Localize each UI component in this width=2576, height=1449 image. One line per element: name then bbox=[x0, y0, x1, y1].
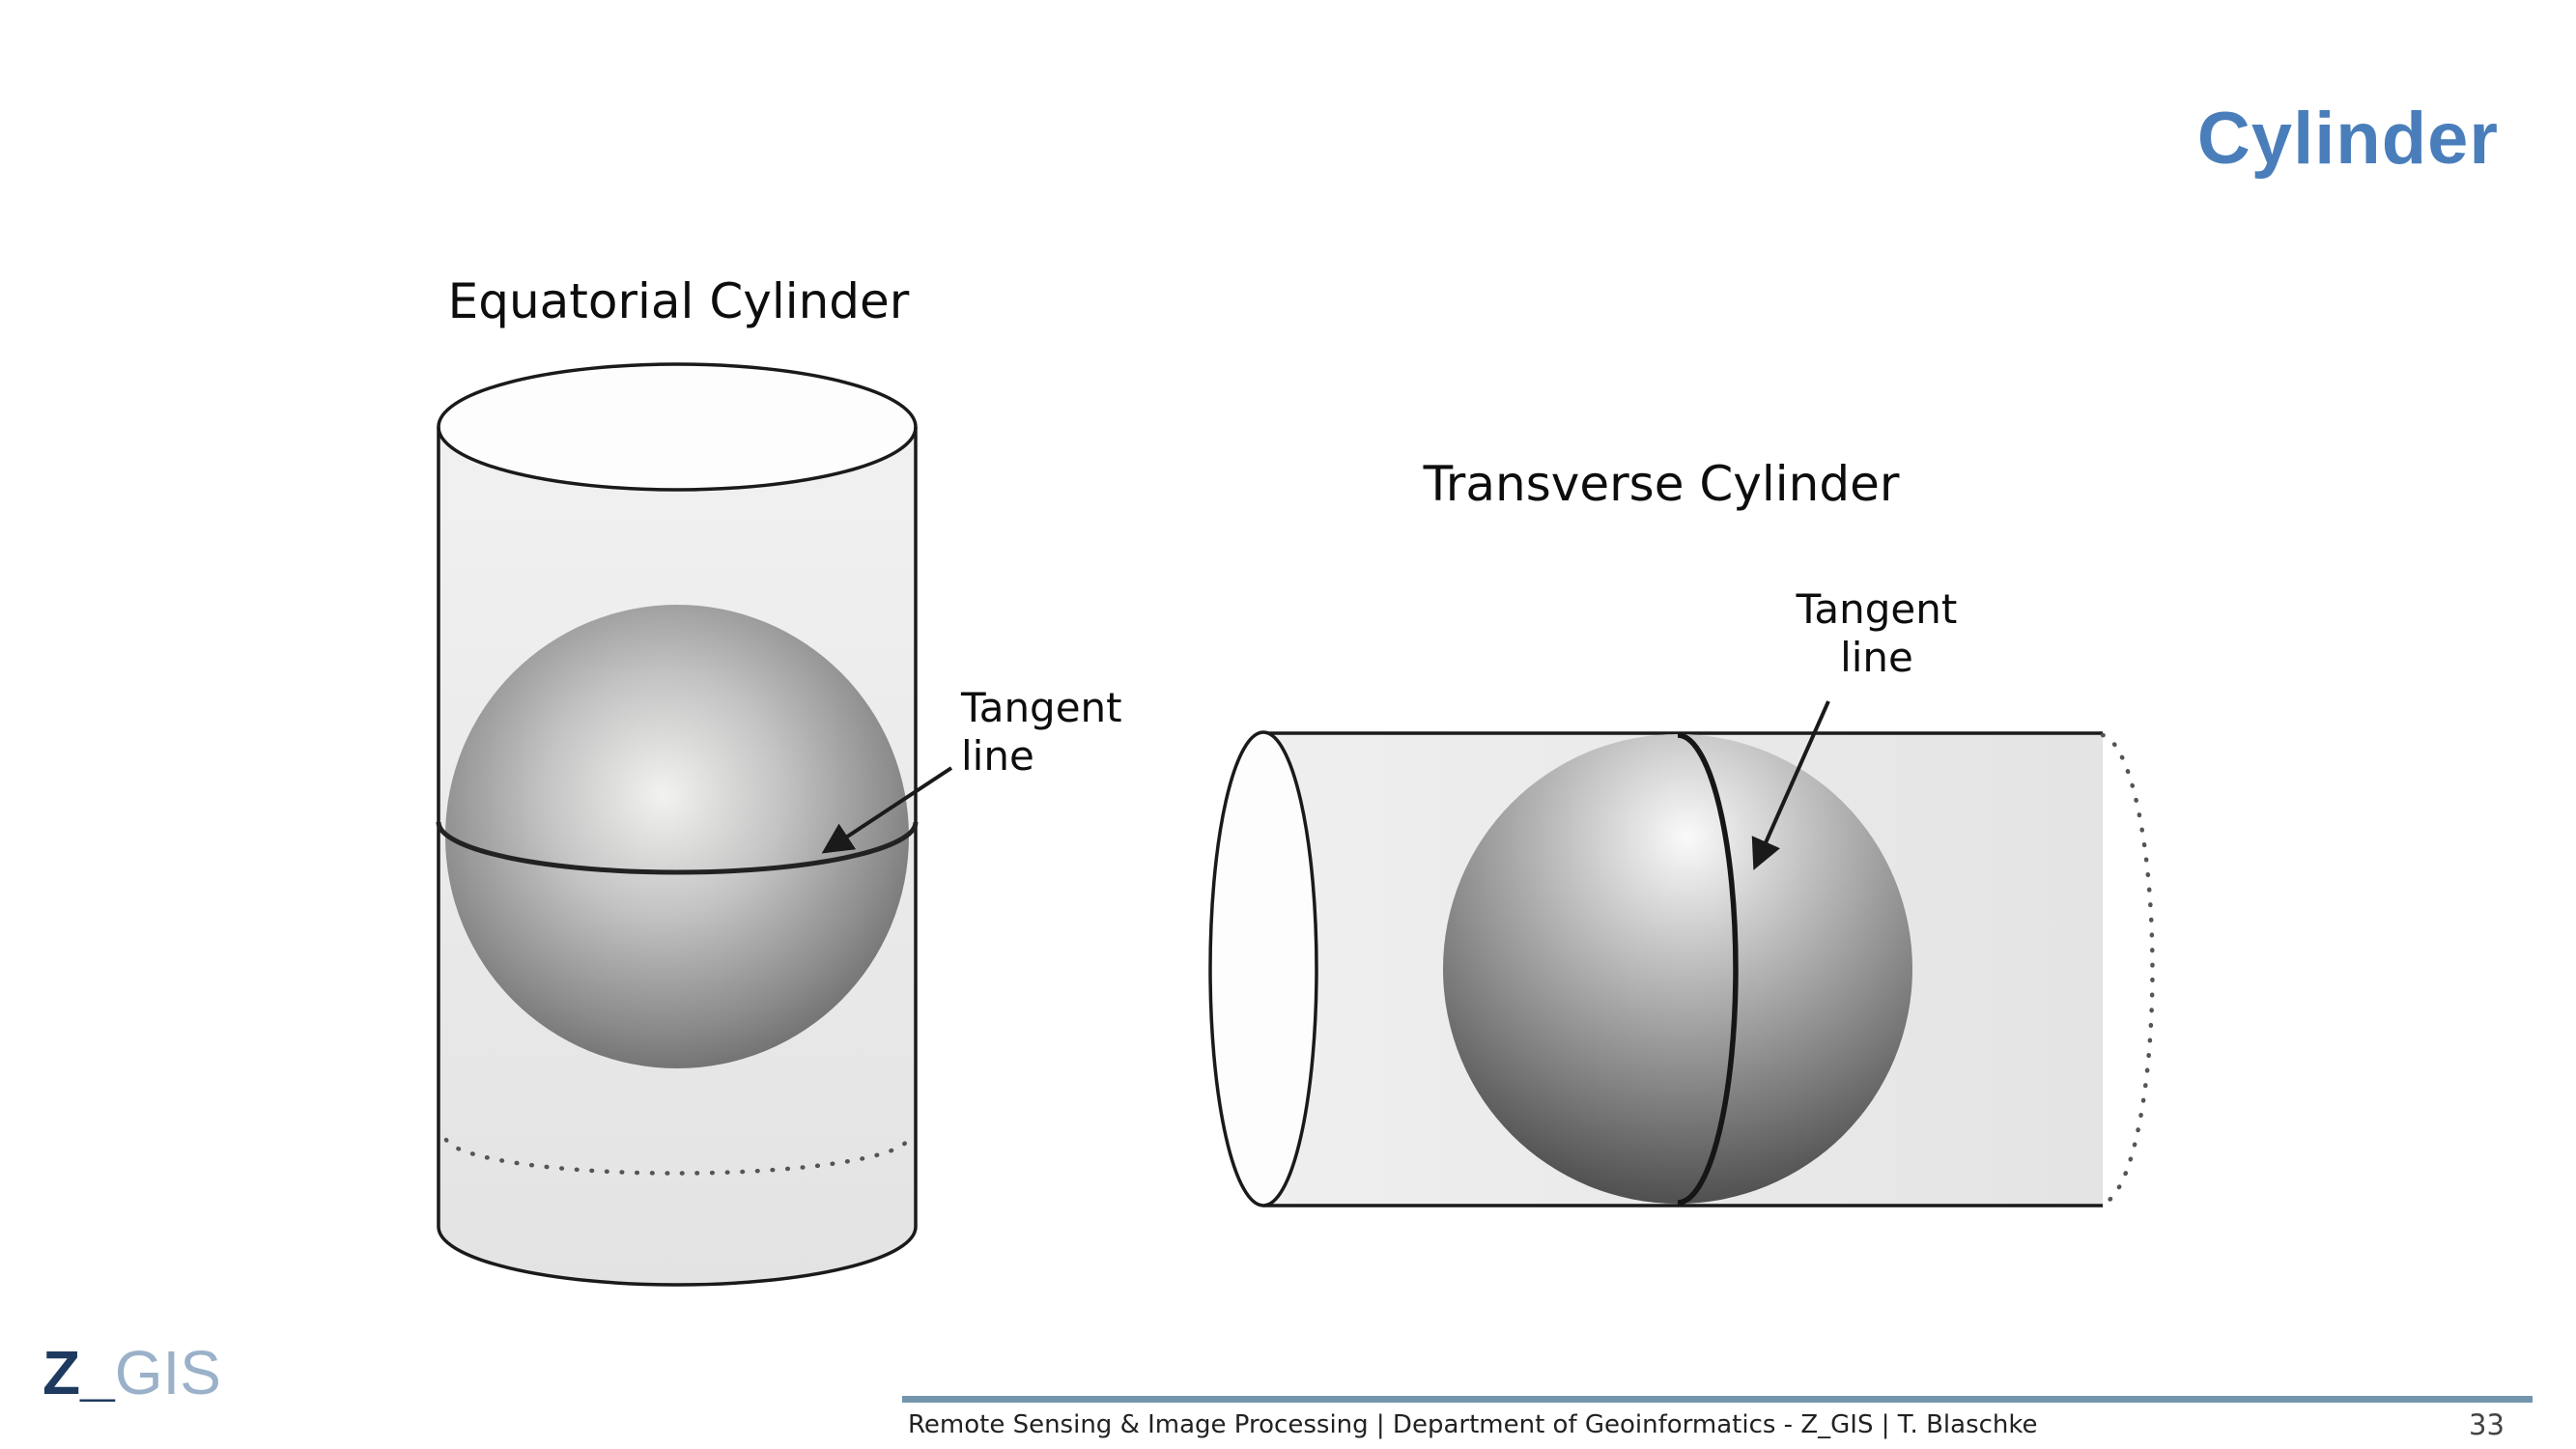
slide-title: Cylinder bbox=[2196, 98, 2499, 180]
equatorial-tangent-label-line2: line bbox=[961, 731, 1034, 780]
transverse-diagram-title: Transverse Cylinder bbox=[1423, 456, 1900, 512]
equatorial-tangent-label: Tangent line bbox=[961, 684, 1122, 780]
equatorial-cylinder-top-ellipse bbox=[437, 362, 918, 492]
zgis-logo: Z_GIS bbox=[42, 1337, 221, 1408]
equatorial-tangent-line-curve bbox=[436, 821, 919, 875]
logo-underscore: _ bbox=[80, 1338, 115, 1407]
equatorial-cylinder-diagram bbox=[436, 362, 953, 1287]
transverse-cylinder-left-cap bbox=[1208, 730, 1318, 1208]
transverse-tangent-line-curve bbox=[1677, 732, 1739, 1206]
transverse-cylinder-diagram bbox=[1208, 700, 2155, 1208]
footer-rule bbox=[902, 1396, 2533, 1403]
logo-z-letter: Z bbox=[42, 1338, 81, 1407]
transverse-globe-sphere bbox=[1443, 734, 1912, 1204]
transverse-tangent-label: Tangent line bbox=[1775, 585, 1978, 681]
equatorial-diagram-title: Equatorial Cylinder bbox=[447, 273, 910, 329]
transverse-cylinder-right-rim-dotted bbox=[2100, 732, 2155, 1207]
equatorial-cylinder-back-rim-dotted bbox=[443, 1137, 911, 1176]
transverse-tangent-label-line1: Tangent bbox=[1796, 585, 1958, 633]
equatorial-tangent-arrow bbox=[821, 766, 953, 854]
transverse-tangent-label-line2: line bbox=[1840, 633, 1913, 681]
equatorial-tangent-label-line1: Tangent bbox=[961, 684, 1122, 731]
transverse-tangent-arrow bbox=[1751, 700, 1830, 870]
page-number: 33 bbox=[2469, 1408, 2505, 1441]
equatorial-globe-sphere bbox=[445, 605, 909, 1068]
equatorial-cylinder-bottom-rim bbox=[437, 1226, 918, 1287]
logo-gis-letters: GIS bbox=[114, 1338, 221, 1407]
footer-text: Remote Sensing & Image Processing | Depa… bbox=[908, 1410, 2038, 1439]
